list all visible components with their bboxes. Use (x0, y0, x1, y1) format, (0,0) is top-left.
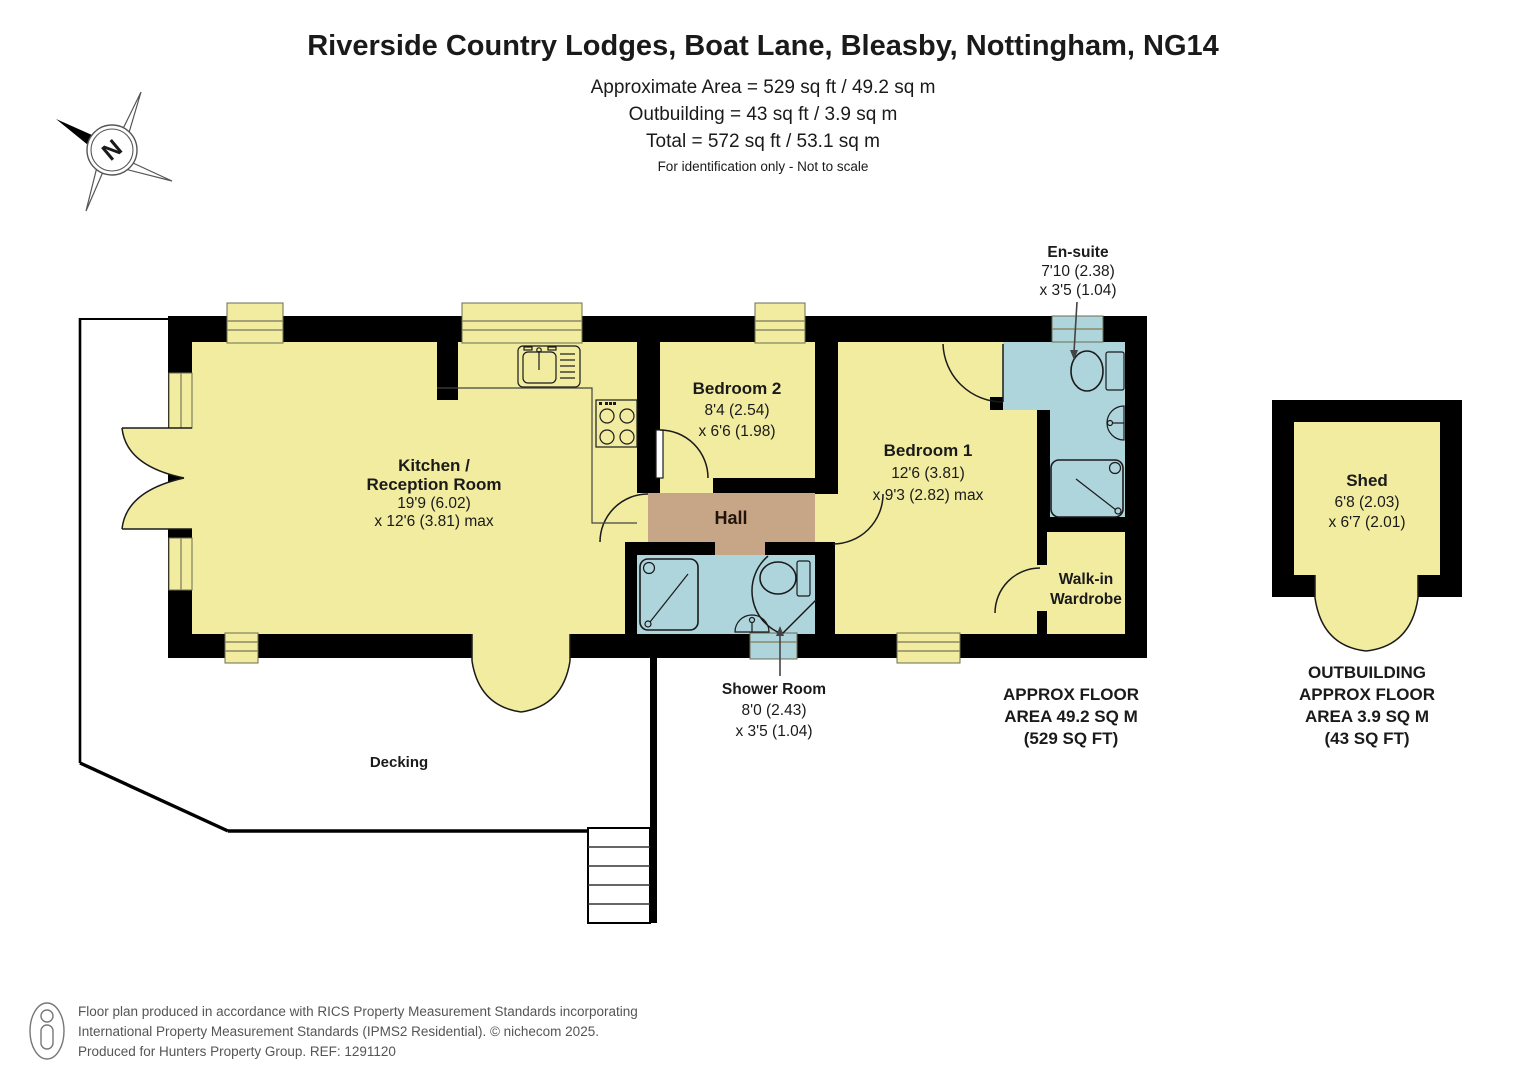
svg-text:APPROX FLOOR: APPROX FLOOR (1003, 685, 1139, 704)
wardrobe-door (994, 567, 1041, 614)
svg-text:(43 SQ FT): (43 SQ FT) (1324, 729, 1409, 748)
svg-text:x 3'5 (1.04): x 3'5 (1.04) (735, 723, 812, 740)
main-floor-area-label: APPROX FLOOR AREA 49.2 SQ M (529 SQ FT) (1003, 685, 1139, 748)
ensuite-label: En-suite 7'10 (2.38) x 3'5 (1.04) (1039, 244, 1117, 360)
svg-text:Reception Room: Reception Room (366, 475, 501, 494)
shower-room-toilet-icon (759, 560, 811, 597)
svg-text:Produced for Hunters Property: Produced for Hunters Property Group. REF… (78, 1044, 396, 1059)
shower-room-door (751, 555, 817, 635)
ensuite-floor (1003, 342, 1125, 517)
total-area-line: Total = 572 sq ft / 53.1 sq m (646, 131, 880, 152)
shed-label: Shed 6'8 (2.03) x 6'7 (2.01) (1328, 471, 1405, 531)
svg-text:8'4 (2.54): 8'4 (2.54) (705, 402, 770, 419)
kitchen-label: Kitchen / Reception Room 19'9 (6.02) x 1… (366, 456, 501, 530)
svg-text:Shed: Shed (1346, 471, 1388, 490)
svg-text:Kitchen /: Kitchen / (398, 456, 470, 475)
hall-label: Hall (714, 508, 747, 528)
shower-room-sink-icon (734, 614, 770, 633)
svg-text:OUTBUILDING: OUTBUILDING (1308, 663, 1426, 682)
north-compass-icon: N (56, 91, 173, 212)
kitchen-sink-icon (517, 345, 581, 388)
svg-text:x 6'7 (2.01): x 6'7 (2.01) (1328, 514, 1405, 531)
hall-floor (648, 493, 815, 555)
svg-text:Bedroom 1: Bedroom 1 (884, 441, 973, 460)
outbuilding-area-line: Outbuilding = 43 sq ft / 3.9 sq m (629, 104, 898, 125)
shower-tray-icon (639, 558, 699, 631)
svg-text:x 6'6 (1.98): x 6'6 (1.98) (698, 423, 775, 440)
bedroom2-door (655, 429, 709, 479)
svg-text:Floor plan produced in accorda: Floor plan produced in accordance with R… (78, 1004, 638, 1019)
svg-text:(529 SQ FT): (529 SQ FT) (1024, 729, 1118, 748)
svg-text:12'6 (3.81): 12'6 (3.81) (891, 465, 965, 482)
svg-text:International Property Measure: International Property Measurement Stand… (78, 1024, 599, 1039)
svg-text:APPROX FLOOR: APPROX FLOOR (1299, 685, 1435, 704)
ensuite-arrow-icon (1070, 350, 1078, 360)
svg-text:x 12'6 (3.81) max: x 12'6 (3.81) max (374, 513, 494, 530)
shed-structure (1272, 400, 1462, 652)
ensuite-sink-icon (1106, 405, 1125, 441)
nichecom-logo-icon (29, 1002, 65, 1060)
svg-text:Wardrobe: Wardrobe (1050, 591, 1122, 608)
bedroom2-label: Bedroom 2 8'4 (2.54) x 6'6 (1.98) (693, 379, 782, 440)
svg-text:7'10 (2.38): 7'10 (2.38) (1041, 263, 1115, 280)
decking-outline (78, 318, 657, 923)
svg-text:Bedroom 2: Bedroom 2 (693, 379, 782, 398)
svg-text:x 9'3 (2.82) max: x 9'3 (2.82) max (873, 487, 984, 504)
svg-text:Shower Room: Shower Room (722, 681, 826, 698)
svg-text:Walk-in: Walk-in (1059, 571, 1114, 588)
hall-kitchen-opening (599, 493, 649, 543)
outbuilding-area-label: OUTBUILDING APPROX FLOOR AREA 3.9 SQ M (… (1299, 663, 1435, 748)
scale-disclaimer: For identification only - Not to scale (658, 159, 869, 174)
svg-text:19'9 (6.02): 19'9 (6.02) (397, 495, 471, 512)
french-doors-decking (471, 634, 571, 713)
page-title: Riverside Country Lodges, Boat Lane, Ble… (307, 30, 1219, 62)
hall-bedroom1-opening (832, 493, 884, 545)
ensuite-toilet-icon (1070, 350, 1125, 392)
svg-text:AREA 3.9 SQ M: AREA 3.9 SQ M (1305, 707, 1429, 726)
decking-label: Decking (370, 754, 428, 771)
footer-text: Floor plan produced in accordance with R… (78, 1004, 638, 1059)
svg-text:8'0 (2.43): 8'0 (2.43) (742, 702, 807, 719)
shower-room-arrow-icon (776, 626, 784, 636)
kitchen-counter (437, 387, 637, 524)
wardrobe-label: Walk-in Wardrobe (1050, 571, 1122, 608)
ensuite-shower-tray-icon (1050, 459, 1124, 518)
approximate-area-line: Approximate Area = 529 sq ft / 49.2 sq m (591, 77, 936, 98)
decking-stairs (587, 827, 651, 924)
svg-text:6'8 (2.03): 6'8 (2.03) (1335, 494, 1400, 511)
shower-room-label: Shower Room 8'0 (2.43) x 3'5 (1.04) (722, 626, 826, 740)
svg-text:En-suite: En-suite (1047, 244, 1109, 261)
shower-room-floor (637, 555, 815, 634)
bedroom1-door (942, 343, 1004, 403)
bedroom1-label: Bedroom 1 12'6 (3.81) x 9'3 (2.82) max (873, 441, 984, 504)
windows (168, 302, 1104, 664)
french-doors-left (121, 427, 192, 530)
svg-text:AREA 49.2 SQ M: AREA 49.2 SQ M (1004, 707, 1138, 726)
svg-text:x 3'5 (1.04): x 3'5 (1.04) (1039, 282, 1116, 299)
stove-icon (595, 399, 638, 448)
